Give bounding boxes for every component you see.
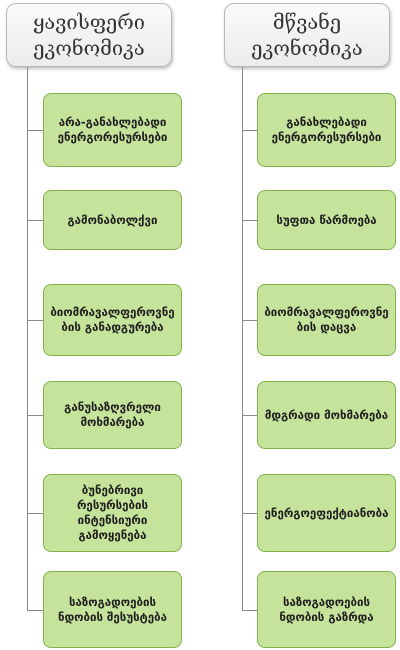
item-increasing-trust: საზოგადოების ნდობის გაზრდა [257,571,396,648]
item-energy-efficiency: ენერგოეფექტიანობა [257,474,396,552]
item-label: ბიომრავალფეროვნების განადგურება [50,305,175,334]
item-clean-production: სუფთა წარმოება [257,190,396,250]
header-brown-economy: ყავისფერი ეკონომიკა [6,3,172,67]
item-intensive-resource-use: ბუნებრივი რესურსების ინტენსიური გამოყენე… [43,474,182,552]
connector-branch [27,513,43,514]
connector-branch [242,220,257,221]
item-label: საზოგადოების ნდობის გაზრდა [279,594,374,624]
item-biodiversity-protection: ბიომრავალფეროვნების დაცვა [257,284,396,356]
connector-branch [242,513,257,514]
item-label: საზოგადოების ნდობის შესუსტება [58,594,167,624]
item-label: განუსაზღვრელი მოხმარება [64,400,161,429]
header-green-economy-title: მწვანე ეკონომიკა [251,10,363,60]
item-sustainable-consumption: მდგრადი მოხმარება [257,381,396,449]
header-brown-economy-title: ყავისფერი ეკონომიკა [33,10,145,60]
connector-branch [242,130,257,131]
item-emissions: გამონაბოლქვი [43,190,182,250]
connector-vertical-right [242,67,243,610]
connector-branch [242,610,257,611]
connector-branch [27,415,43,416]
item-label: განახლებადი ენერგორესურსები [271,115,382,144]
connector-branch [242,415,257,416]
item-renewable-energy: განახლებადი ენერგორესურსები [257,93,396,167]
item-weakening-trust: საზოგადოების ნდობის შესუსტება [43,571,182,648]
item-biodiversity-destruction: ბიომრავალფეროვნების განადგურება [43,284,182,356]
connector-branch [27,610,43,611]
item-unlimited-consumption: განუსაზღვრელი მოხმარება [43,381,182,449]
connector-branch [242,320,257,321]
connector-vertical-left [27,67,28,610]
header-green-economy: მწვანე ეკონომიკა [224,3,390,67]
item-label: ბუნებრივი რესურსების ინტენსიური გამოყენე… [76,483,149,542]
item-label: სუფთა წარმოება [276,212,377,227]
item-nonrenewable-energy: არა-განახლებადი ენერგორესურსები [43,93,182,167]
item-label: ენერგოეფექტიანობა [264,505,389,520]
item-label: მდგრადი მოხმარება [264,407,389,422]
connector-branch [27,220,43,221]
item-label: ბიომრავალფეროვნების დაცვა [264,305,389,334]
item-label: არა-განახლებადი ენერგორესურსები [57,115,168,144]
connector-branch [27,130,43,131]
connector-branch [27,320,43,321]
item-label: გამონაბოლქვი [67,212,158,227]
